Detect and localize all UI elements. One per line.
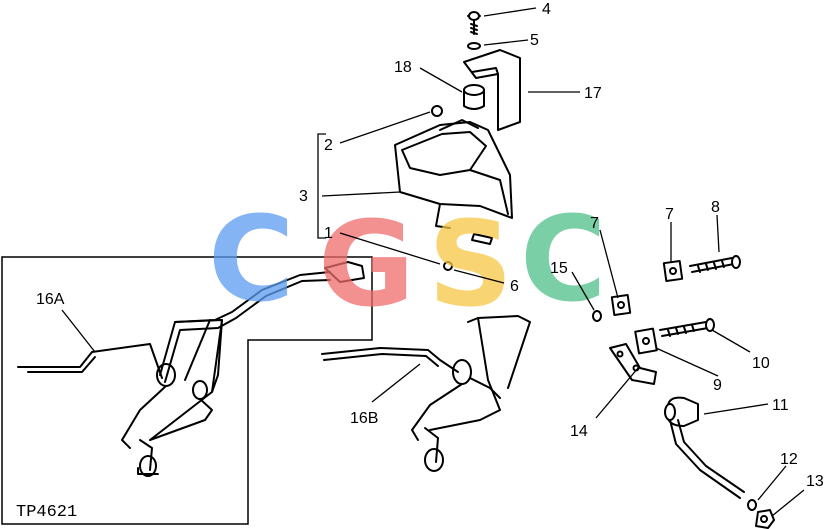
- callout-16b: 16B: [350, 410, 378, 427]
- callout-14: 14: [570, 423, 588, 440]
- watermark: C G S C: [208, 190, 607, 333]
- callout-5: 5: [530, 32, 539, 49]
- bolt-8: [689, 255, 741, 273]
- lever-11: [664, 396, 745, 499]
- screw-4: [467, 11, 481, 35]
- watermark-s: S: [428, 195, 513, 333]
- callout-4: 4: [542, 1, 551, 18]
- callout-9: 9: [713, 377, 722, 394]
- callout-12: 12: [780, 451, 798, 468]
- bolt-10: [659, 318, 715, 337]
- plate-9: [634, 327, 658, 355]
- callout-11: 11: [772, 397, 789, 414]
- watermark-g: G: [318, 195, 415, 333]
- ball-6: [443, 261, 453, 271]
- callout-15: 15: [550, 260, 568, 277]
- nut-13: [755, 509, 775, 529]
- callout-13: 13: [806, 473, 824, 490]
- callout-7-upper: 7: [665, 206, 674, 223]
- inset-frame: [1, 256, 373, 525]
- callout-3: 3: [299, 188, 308, 205]
- nut-7-upper: [662, 259, 684, 283]
- nut-7-lower: [610, 293, 632, 317]
- callout-16a: 16A: [36, 291, 65, 308]
- callout-8: 8: [711, 199, 720, 216]
- callout-17: 17: [584, 85, 602, 102]
- watermark-c2: C: [520, 190, 607, 328]
- callout-1: 1: [324, 225, 333, 242]
- figure-id: TP4621: [16, 503, 77, 522]
- callout-2: 2: [324, 137, 333, 154]
- bushing-18: [463, 84, 485, 110]
- housing-3: [394, 119, 513, 229]
- callout-10: 10: [752, 355, 770, 372]
- callout-7-lower: 7: [590, 215, 599, 232]
- callout-6: 6: [510, 278, 519, 295]
- ball-2: [431, 105, 443, 117]
- pin-1: [471, 233, 493, 245]
- watermark-c1: C: [208, 190, 295, 328]
- washer-15: [592, 310, 602, 322]
- leader-lines: [61, 7, 805, 517]
- washer-5: [467, 42, 481, 50]
- pedal-assembly-16b: [321, 315, 531, 472]
- callout-18: 18: [394, 59, 412, 76]
- ring-12: [747, 499, 757, 511]
- pedal-assembly-16a: [17, 261, 365, 477]
